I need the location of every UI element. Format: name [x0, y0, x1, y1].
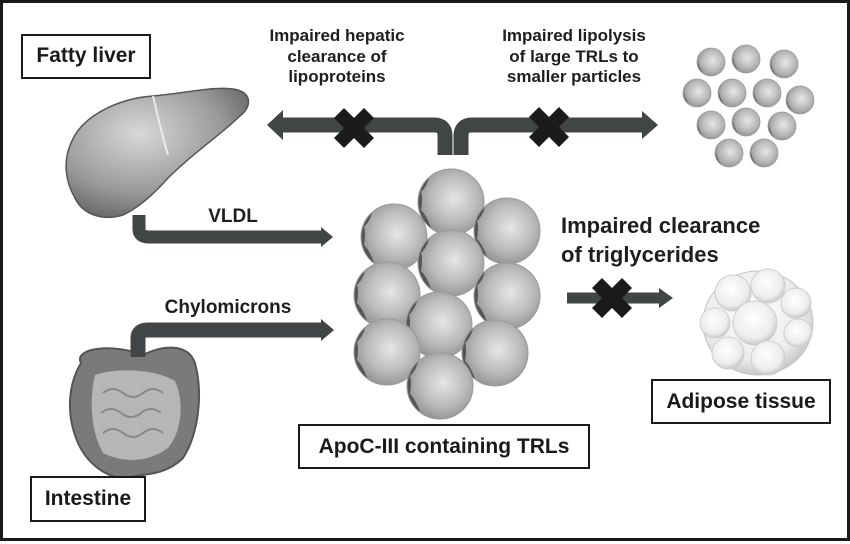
- small-particle: [696, 110, 726, 140]
- liver-illustration: [65, 87, 250, 219]
- lipolysis-line-1: Impaired lipolysis: [502, 26, 646, 45]
- intestine-illustration: [68, 346, 200, 489]
- trl-particle: [473, 262, 541, 330]
- small-particle: [785, 85, 815, 115]
- small-particle-cluster: [682, 44, 815, 168]
- trl-particle-cluster: [353, 168, 541, 420]
- fatty-liver-label: Fatty liver: [21, 34, 151, 79]
- small-particle: [749, 138, 779, 168]
- small-particle: [767, 111, 797, 141]
- adipose-tissue-label: Adipose tissue: [651, 379, 831, 424]
- small-particle: [696, 47, 726, 77]
- diagram-artwork: [65, 44, 815, 489]
- triglyceride-clearance-line-1: Impaired clearance: [561, 213, 761, 238]
- triglyceride-clearance-arrow: [567, 278, 673, 318]
- trl-label: ApoC-III containing TRLs: [298, 424, 590, 469]
- small-particle: [731, 44, 761, 74]
- triglyceride-clearance-line-2: of triglycerides: [561, 242, 719, 268]
- adipose-tissue-illustration: [699, 268, 814, 376]
- small-particle: [769, 49, 799, 79]
- trl-particle: [473, 197, 541, 265]
- triglyceride-clearance-caption: Impaired clearance of triglycerides: [561, 211, 801, 269]
- small-particle: [717, 78, 747, 108]
- small-particle: [731, 107, 761, 137]
- chylomicrons-arrow: [130, 319, 334, 357]
- small-particle: [714, 138, 744, 168]
- trl-particle: [406, 352, 474, 420]
- hepatic-clearance-line-2: clearance of: [287, 46, 387, 66]
- intestine-label: Intestine: [30, 476, 146, 522]
- chylomicrons-caption: Chylomicrons: [164, 297, 292, 318]
- hepatic-clearance-line-3: lipoproteins: [288, 67, 386, 87]
- vldl-caption: VLDL: [208, 206, 258, 227]
- trl-particle: [360, 203, 428, 271]
- lipolysis-line-2: of large TRLs to: [509, 46, 639, 66]
- lipolysis-arrow: [453, 107, 658, 155]
- lipolysis-caption: Impaired lipolysis of large TRLs to smal…: [483, 26, 665, 88]
- trl-particle: [417, 229, 485, 297]
- lipolysis-line-3: smaller particles: [506, 67, 642, 87]
- vldl-arrow: [132, 215, 333, 247]
- small-particle: [682, 78, 712, 108]
- small-particle: [752, 78, 782, 108]
- hepatic-clearance-line-1: Impaired hepatic: [269, 26, 405, 45]
- hepatic-clearance-caption: Impaired hepatic clearance of lipoprotei…: [251, 26, 423, 88]
- hepatic-clearance-arrow: [267, 108, 453, 155]
